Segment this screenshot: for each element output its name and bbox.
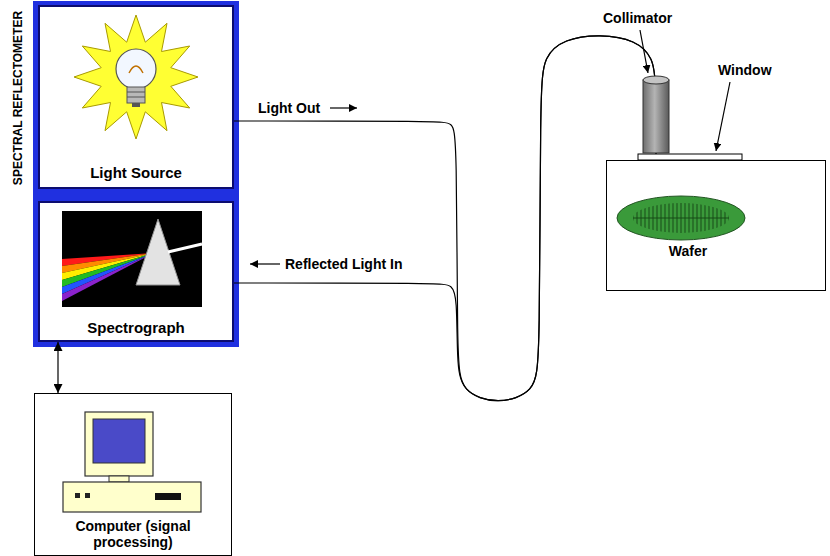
data-link-arrow	[57, 342, 58, 393]
monitor-screen	[93, 419, 145, 463]
leader-arrow	[640, 30, 648, 73]
case-button	[75, 493, 80, 498]
wafer-disc	[617, 196, 745, 240]
node-label: Computer (signal processing)	[48, 518, 218, 550]
signal-label: Reflected Light In	[285, 256, 402, 272]
wafer-grid-line	[633, 218, 729, 219]
drive-slot	[155, 493, 181, 500]
collimator-body	[643, 80, 669, 153]
wafer-dies	[633, 203, 729, 233]
bulb-base	[127, 87, 145, 103]
window-plate	[638, 154, 742, 160]
direction-arrow	[330, 107, 357, 108]
bulb-filament	[129, 66, 143, 73]
monitor-stand	[109, 476, 129, 482]
bulb-glass	[116, 49, 156, 89]
spectrum-band	[62, 256, 146, 294]
component-box: Computer (signal processing)	[34, 393, 232, 556]
component-box: Light Source	[38, 5, 234, 189]
instrument-housing: SPECTRAL REFLECTOMETER Light Source Spec…	[33, 1, 239, 347]
signal-label: Light Out	[258, 100, 320, 116]
node-label: Spectrograph	[87, 319, 185, 336]
spectrum-band	[62, 255, 146, 287]
collimator-top	[643, 76, 669, 84]
optical-fiber	[234, 36, 656, 401]
process-chamber: Wafer	[606, 160, 826, 291]
light-burst	[74, 15, 198, 139]
direction-arrow	[250, 263, 280, 264]
bulb-thread	[127, 92, 145, 93]
leader-arrow	[716, 82, 730, 151]
computer-case	[63, 482, 201, 512]
prism-backdrop	[62, 211, 202, 307]
component-box: Spectrograph	[38, 201, 234, 342]
light-bulb-illustration	[40, 7, 232, 187]
spectrum-band	[62, 257, 146, 302]
bulb-thread	[127, 97, 145, 98]
part-label: Collimator	[603, 10, 672, 26]
node-label: SPECTRAL REFLECTOMETER	[11, 0, 25, 198]
optical-fiber	[234, 36, 656, 401]
bulb-tip	[132, 103, 140, 107]
part-label: Window	[718, 62, 772, 78]
monitor-case	[85, 412, 153, 476]
white-beam	[168, 244, 202, 252]
node-label: Wafer	[607, 243, 769, 259]
case-button	[85, 493, 90, 498]
node-label: Light Source	[90, 164, 182, 181]
